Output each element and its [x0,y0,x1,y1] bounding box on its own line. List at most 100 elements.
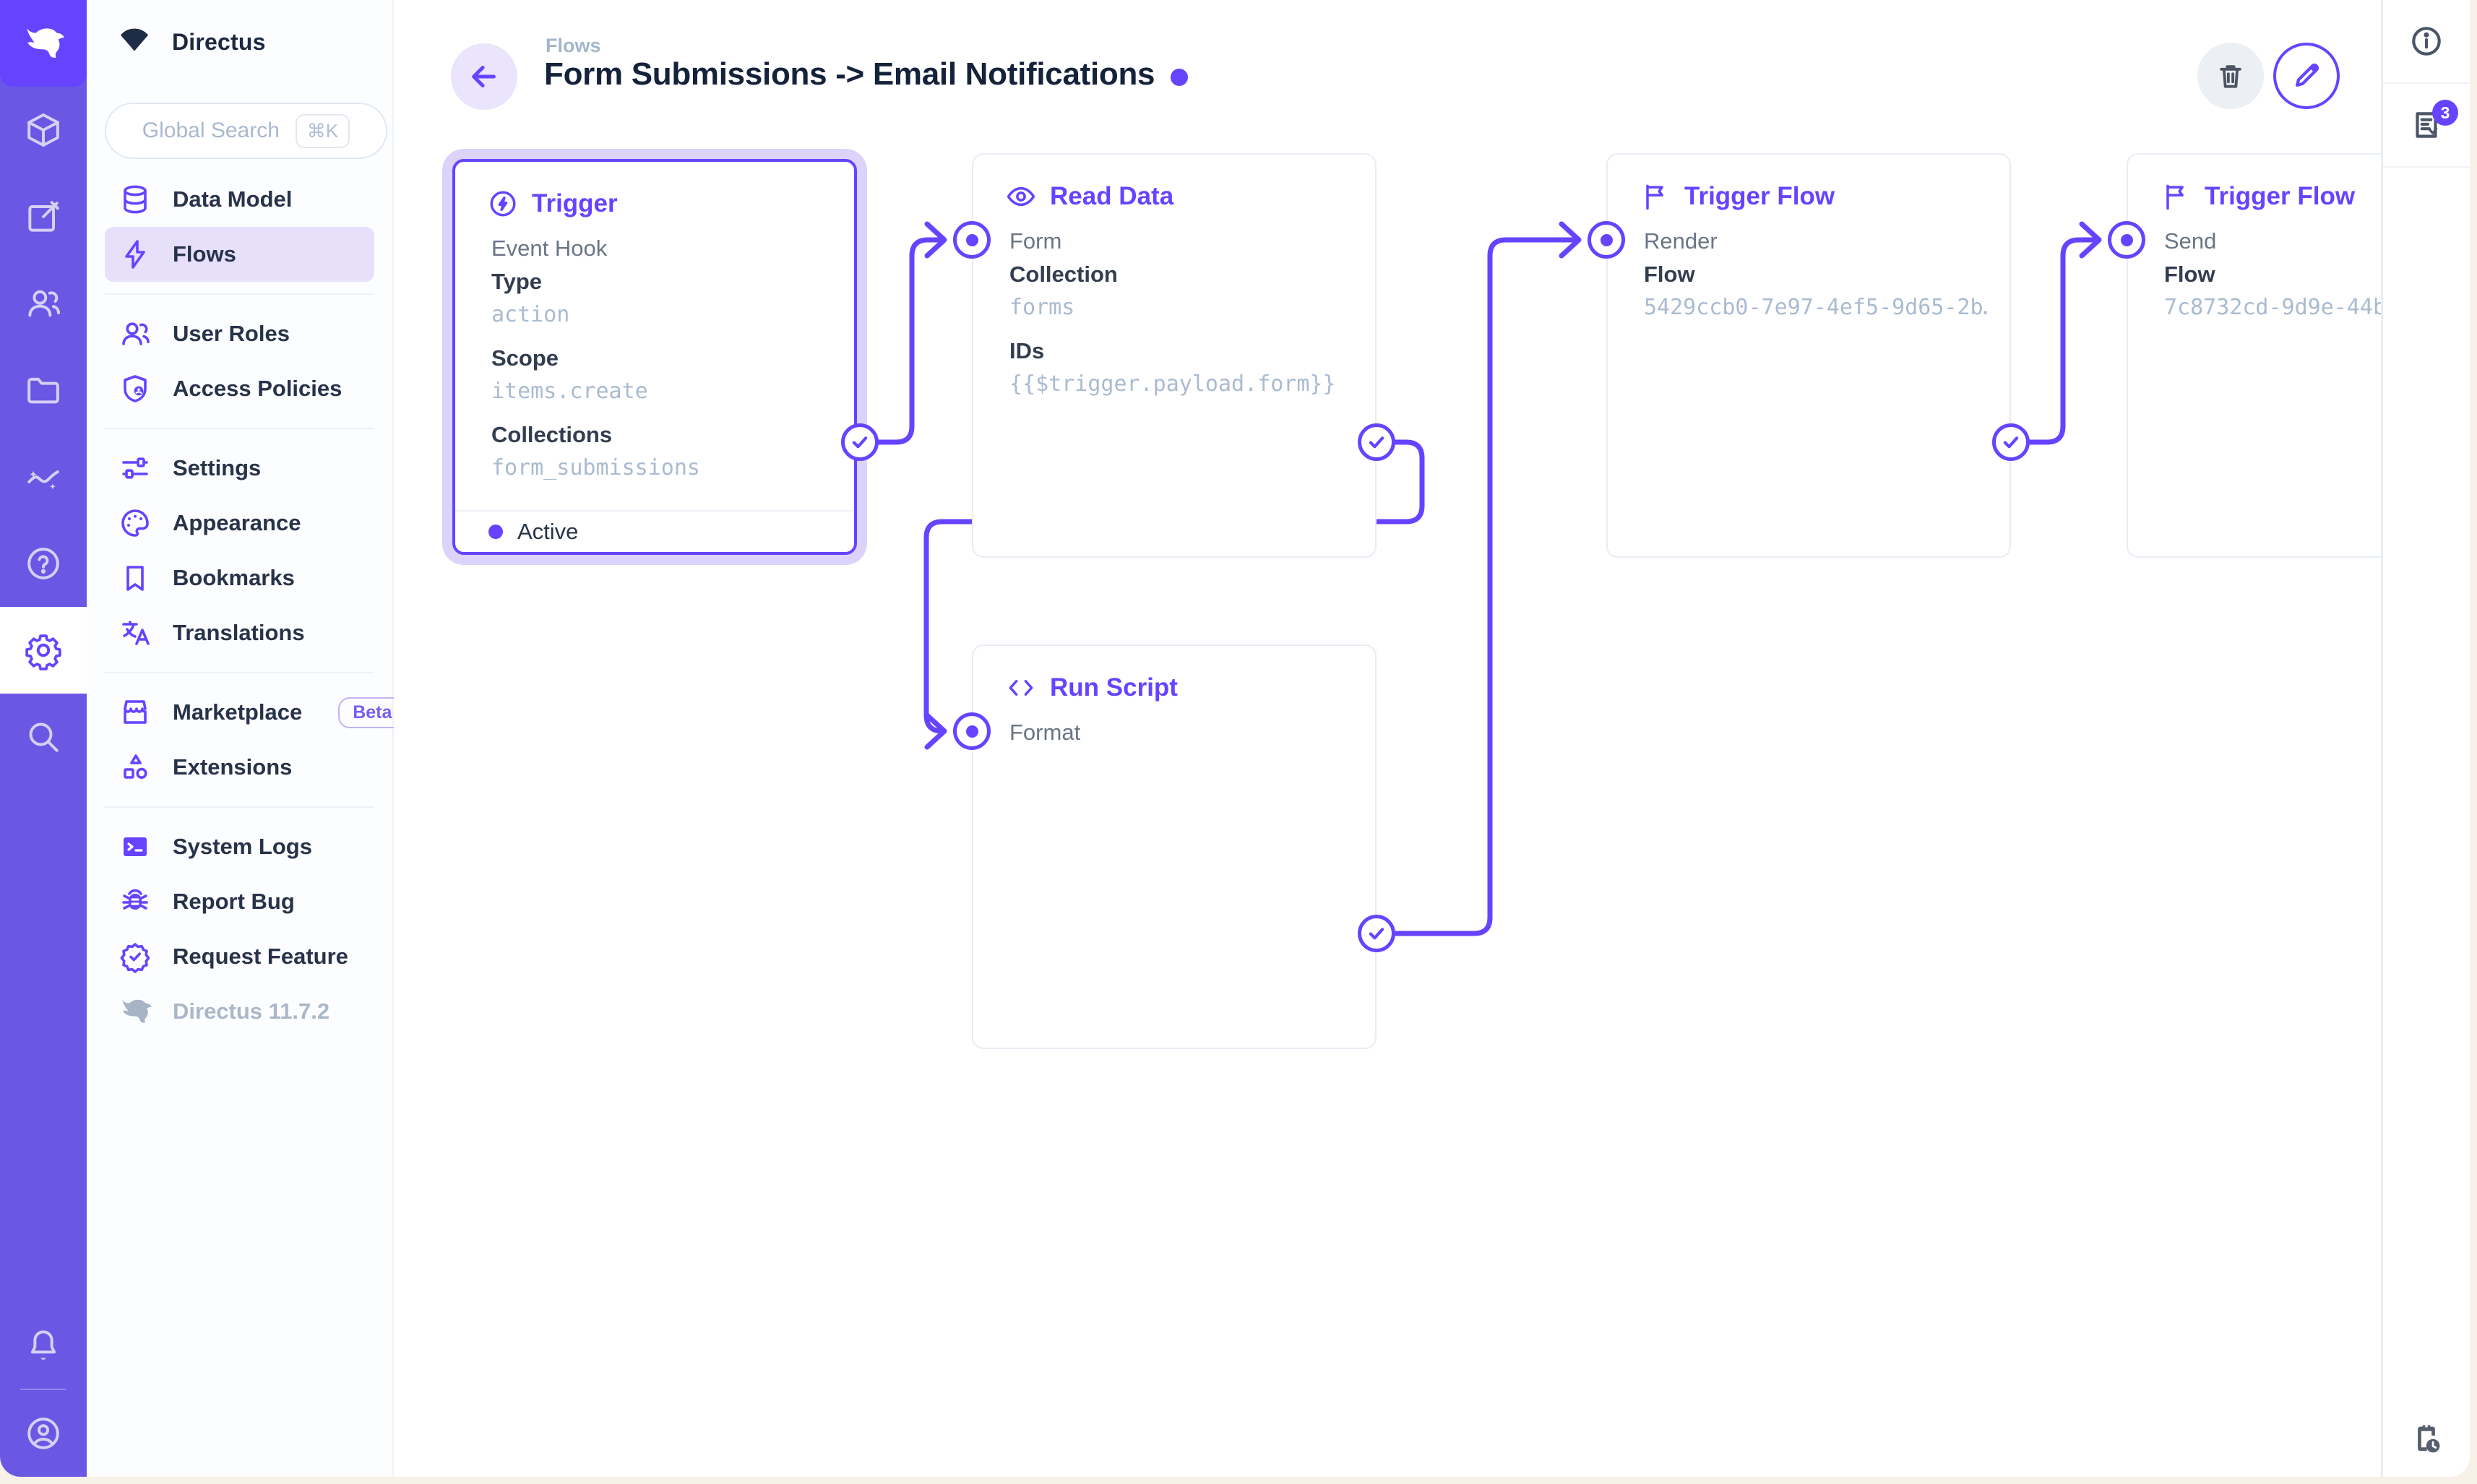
trigger-flow-render-input-connector[interactable] [1588,221,1625,259]
module-content[interactable] [0,87,87,173]
bolt-circle-icon [490,191,516,217]
module-search[interactable] [0,694,87,780]
module-bar [0,0,87,1477]
delete-flow-button[interactable] [2197,43,2264,109]
clipboard-clock-icon [2418,1424,2440,1453]
arrow-left-icon [472,66,496,87]
sliders-icon [116,449,154,487]
logs-icon [2416,112,2438,138]
module-files[interactable] [0,347,87,433]
run-script-output-connector[interactable] [1358,915,1395,952]
module-editor[interactable] [0,173,87,260]
trigger-flow-render-title: Trigger Flow [1640,181,1835,212]
back-button[interactable] [451,43,517,110]
nav-sidebar: Directus Global Search ⌘K Data Model Flo… [87,0,407,1477]
trigger-flow-send-panel[interactable]: Trigger Flow Send Flow 7c8732cd-9d9e-44b… [2127,153,2381,558]
search-shortcut: ⌘K [295,113,350,148]
directus-logo[interactable] [0,0,87,87]
sidebar-item-report-bug[interactable]: Report Bug [105,874,374,929]
sidebar-item-marketplace[interactable]: Marketplace Beta [105,685,407,740]
trigger-flow-render-output-connector[interactable] [1992,423,2030,461]
palette-icon [116,504,154,542]
module-bar-divider [20,1389,66,1390]
status-dot [488,525,503,539]
search-placeholder: Global Search [142,118,280,142]
operation-name: Format [1009,720,1081,745]
run-script-panel-title: Run Script [1005,672,1178,704]
nav-divider [105,806,374,808]
bookmark-icon [116,559,154,597]
revisions-button[interactable] [2383,1420,2470,1458]
sidebar-item-appearance[interactable]: Appearance [105,496,374,551]
breadcrumb[interactable]: Flows [546,35,601,56]
version-label: Directus 11.7.2 [173,998,330,1024]
module-settings[interactable] [0,607,87,694]
badge-check-icon [116,938,154,975]
info-icon [2412,27,2441,56]
sidebar-section-info[interactable] [2383,0,2470,84]
shapes-icon [116,749,154,786]
sidebar-item-data-model[interactable]: Data Model [105,172,374,227]
module-bar-spacer [0,780,87,1302]
pencil-icon [2296,63,2319,87]
trigger-flow-send-input-connector[interactable] [2108,221,2145,259]
folder-icon [27,377,59,404]
trigger-flow-render-panel[interactable]: Trigger Flow Render Flow 5429ccb0-7e97-4… [1606,153,2011,558]
eye-icon [1007,186,1035,207]
storefront-icon [116,694,154,731]
people-icon [28,290,60,317]
sidebar-item-user-roles[interactable]: User Roles [105,306,374,361]
notifications-button[interactable] [0,1302,87,1389]
run-script-input-connector[interactable] [953,712,991,750]
sidebar-item-access-policies[interactable]: Access Policies [105,361,374,416]
sidebar-item-extensions[interactable]: Extensions [105,740,374,795]
people-icon [116,315,154,353]
person-circle-icon [27,1418,59,1449]
database-icon [116,181,154,218]
version-row: Directus 11.7.2 [105,984,374,1039]
operation-name: Form [1009,228,1062,254]
project-row[interactable]: Directus [87,0,392,84]
sidebar-item-bookmarks[interactable]: Bookmarks [105,551,374,605]
trigger-name: Event Hook [491,236,608,261]
page-title-row: Form Submissions -> Email Notifications [544,56,1189,92]
run-script-panel[interactable]: Run Script Format [972,644,1377,1049]
flag-icon [1646,184,1663,210]
bell-icon [30,1330,56,1360]
trigger-panel-title: Trigger [487,188,618,220]
read-data-output-connector[interactable] [1358,423,1395,461]
sidebar-item-flows[interactable]: Flows [105,227,374,282]
read-data-panel[interactable]: Read Data Form Collection forms IDs {{$t… [972,153,1377,558]
global-search-input[interactable]: Global Search ⌘K [105,103,387,159]
sidebar-item-request-feature[interactable]: Request Feature [105,929,374,984]
trigger-flow-send-fields: Flow 7c8732cd-9d9e-44be [2164,262,2381,320]
flow-canvas: Flows Form Submissions -> Email Notifica… [394,0,2381,1477]
beta-badge: Beta [338,696,407,728]
read-data-fields: Collection forms IDs {{$trigger.payload.… [1009,262,1336,397]
project-name: Directus [172,28,266,55]
sidebar-item-translations[interactable]: Translations [105,605,374,660]
sidebar-section-logs[interactable]: 3 [2383,84,2470,168]
trigger-output-connector[interactable] [841,423,879,461]
edit-flow-button[interactable] [2273,43,2340,109]
trigger-status: Active [455,510,854,552]
sidebar-item-system-logs[interactable]: System Logs [105,819,374,874]
fan-icon [120,28,149,51]
operation-name: Send [2164,228,2217,254]
account-button[interactable] [0,1390,87,1477]
read-data-input-connector[interactable] [953,221,991,259]
module-insights[interactable] [0,433,87,520]
check-icon [2003,436,2019,449]
module-users[interactable] [0,260,87,347]
nav-divider [105,293,374,295]
sidebar-item-settings[interactable]: Settings [105,441,374,496]
bolt-icon [116,236,154,273]
nav-menu: Data Model Flows User Roles Access Polic [87,172,407,1039]
nav-divider [105,428,374,429]
rabbit-icon [27,28,64,58]
trigger-panel[interactable]: Trigger Event Hook Type action Scope ite… [452,159,857,555]
magnifier-icon [29,722,59,752]
question-circle-icon [27,548,59,579]
module-help[interactable] [0,520,87,607]
